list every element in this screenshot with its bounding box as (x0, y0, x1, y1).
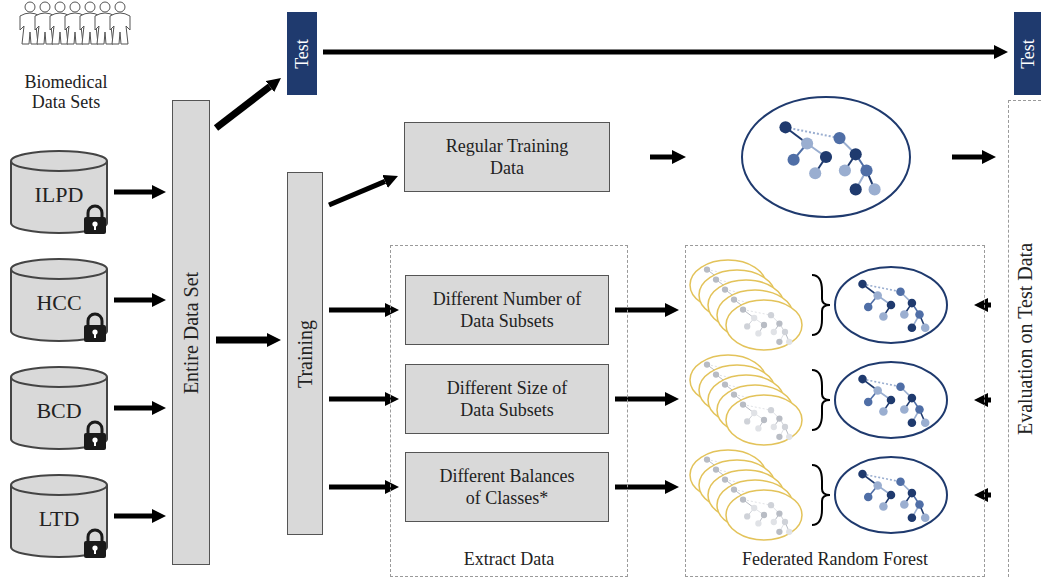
flow-arrow (615, 397, 665, 402)
people-icon (20, 2, 130, 44)
brace (812, 370, 830, 430)
node-text: Entire Data Set (180, 271, 202, 393)
brace (812, 465, 830, 525)
process-box: Different Number of Data Subsets (405, 275, 609, 345)
flow-arrow (329, 308, 385, 313)
heading-label: Biomedical Data Sets (14, 72, 118, 112)
decision-tree (740, 496, 793, 534)
node-text: Test (1017, 39, 1039, 69)
node-text: Training (294, 319, 316, 387)
node-text: Regular Training Data (432, 135, 582, 179)
database-cylinder: LTD (10, 474, 108, 558)
node-text: Different Size of Data Subsets (432, 377, 582, 421)
flow-arrow (329, 485, 385, 490)
node-text: Different Balances of Classes* (432, 465, 582, 509)
node-text: Extract Data (391, 548, 627, 570)
flow-arrow (615, 308, 665, 313)
flow-arrow (114, 190, 152, 195)
flow-arrow (216, 87, 270, 128)
database-cylinder: HCC (10, 258, 108, 342)
process-box: Different Balances of Classes* (405, 452, 609, 522)
flow-arrow (988, 493, 991, 498)
flow-arrow (988, 398, 991, 403)
test-box: Test (1014, 12, 1041, 95)
node-text: LTD (39, 501, 80, 531)
evaluation-region: Evaluation on Test Data (1008, 100, 1041, 577)
dataset-bar: Entire Data Set (172, 100, 210, 565)
decision-tree (779, 121, 880, 195)
decision-tree (858, 280, 929, 332)
node-text: BCD (36, 393, 81, 423)
flow-arrow (329, 181, 385, 205)
flow-arrow (952, 155, 982, 160)
flow-arrow (114, 298, 152, 303)
test-box: Test (287, 12, 317, 95)
group-region: Federated Random Forest (685, 245, 985, 577)
flow-arrow (329, 397, 385, 402)
brace (812, 275, 830, 335)
flow-arrow (988, 303, 991, 308)
flow-arrow (323, 50, 994, 55)
node-text: Test (291, 39, 313, 69)
decision-tree (858, 375, 929, 427)
decision-tree (740, 401, 793, 439)
global-forest-ellipse (835, 267, 947, 343)
decision-tree (740, 306, 793, 344)
group-region: Extract Data Different Number of Data Sub… (390, 245, 628, 577)
flow-arrow (650, 155, 672, 160)
training-bar: Training (287, 172, 323, 535)
process-box: Different Size of Data Subsets (405, 364, 609, 434)
local-forest-ellipse (726, 300, 802, 350)
database-cylinder: BCD (10, 366, 108, 450)
node-text: ILPD (35, 177, 84, 207)
flow-arrow (615, 485, 665, 490)
flow-arrow (216, 337, 267, 344)
node-text: Federated Random Forest (686, 548, 984, 570)
node-text: Different Number of Data Subsets (432, 288, 582, 332)
node-text: HCC (36, 285, 81, 315)
local-forest-ellipse (726, 395, 802, 445)
local-forest-ellipse (726, 490, 802, 540)
flow-arrow (114, 514, 152, 519)
database-cylinder: ILPD (10, 150, 108, 234)
global-forest-ellipse (835, 362, 947, 438)
node-text: Evaluation on Test Data (1014, 243, 1036, 435)
flow-arrow (114, 406, 152, 411)
process-box: Regular Training Data (404, 122, 610, 192)
decision-tree (858, 470, 929, 522)
forest-ellipse (742, 97, 910, 217)
global-forest-ellipse (835, 457, 947, 533)
